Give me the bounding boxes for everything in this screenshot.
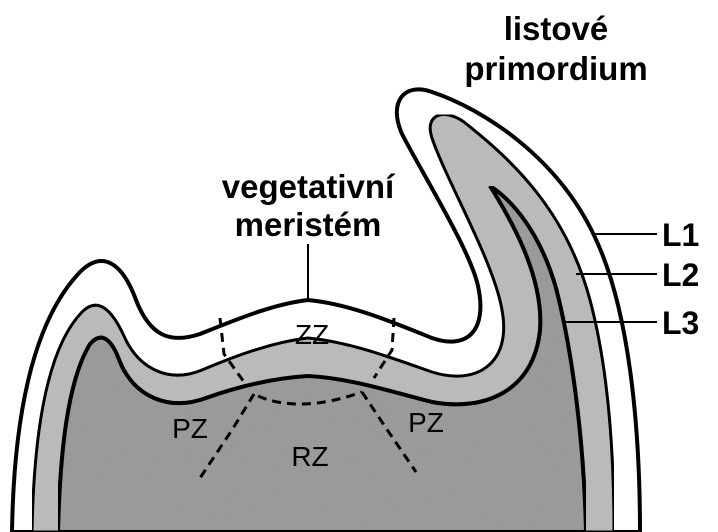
- layer-label-l1: L1: [662, 217, 699, 253]
- primordium-label-line1: listové: [504, 10, 609, 47]
- layer-label-l3: L3: [662, 305, 699, 341]
- layer-label-l2: L2: [662, 257, 699, 293]
- meristem-label-line1: vegetativní: [222, 168, 396, 205]
- meristem-label-line2: meristém: [235, 206, 382, 243]
- zone-label-rib: RZ: [291, 441, 328, 472]
- primordium-label-line2: primordium: [464, 50, 647, 87]
- zone-label-peripheral-left: PZ: [172, 413, 208, 444]
- zone-label-central: ZZ: [295, 319, 329, 350]
- zone-label-peripheral-right: PZ: [408, 407, 444, 438]
